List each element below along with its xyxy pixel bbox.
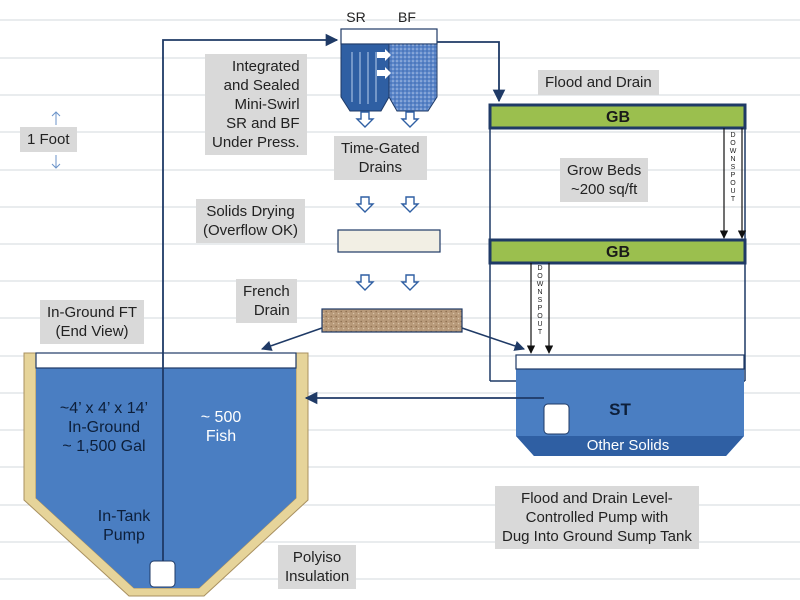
flood-drain-label: Flood and Drain: [538, 70, 659, 95]
sump-lid: [515, 354, 745, 370]
sump-pump-label: Flood and Drain Level- Controlled Pump w…: [495, 486, 699, 549]
downspout-bottom-label: D O W N S P O U T: [536, 265, 544, 336]
filter-unit: [340, 28, 438, 112]
flow-arrow-icon: [377, 49, 391, 61]
solids-drying-label: Solids Drying (Overflow OK): [196, 199, 306, 243]
solids-drying-tray: [337, 229, 441, 253]
time-gated-drains-label: Time-Gated Drains: [334, 136, 427, 180]
grow-bed-top-label: GB: [606, 109, 630, 126]
tank-lid: [35, 352, 297, 369]
downspout-top: [719, 128, 747, 239]
downspout-bottom: [526, 263, 554, 354]
tank-dimensions-label: ~4’ x 4’ x 14’ In-Ground ~ 1,500 Gal: [59, 400, 149, 455]
sr-label: SR: [346, 9, 366, 25]
other-solids-label: Other Solids: [586, 437, 670, 454]
down-arrows: [355, 111, 420, 291]
polyiso-insulation-label: Polyiso Insulation: [278, 545, 357, 589]
sr-swirl-lines: [351, 52, 377, 104]
sump-pump-body: [543, 403, 570, 435]
french-drain-bed: [321, 308, 463, 333]
down-arrow-icon: [355, 196, 375, 213]
down-arrow-icon: [355, 111, 375, 128]
sump-tank: [515, 354, 745, 456]
grow-beds-label: Grow Beds ~200 sq/ft: [560, 158, 649, 202]
pump-body: [149, 560, 176, 588]
grow-bed-bottom-label: GB: [606, 244, 630, 261]
sump-water: [516, 369, 744, 456]
grow-bed-top: [488, 103, 747, 130]
french-drain-label: French Drain: [236, 279, 297, 323]
fish-count-label: ~ 500 Fish: [200, 409, 242, 445]
down-arrow-icon: [355, 274, 375, 291]
grow-bed-bottom: [488, 238, 747, 265]
filter-top-cap: [340, 28, 438, 45]
down-arrow-icon: [400, 111, 420, 128]
pump-pipe: [162, 33, 506, 561]
fish-tank: [23, 352, 309, 597]
down-arrow-icon: [400, 274, 420, 291]
integrated-filter-label: Integrated and Sealed Mini-Swirl SR and …: [205, 54, 307, 155]
scale-marker: [51, 111, 61, 169]
in-ground-ft-label: In-Ground FT (End View): [40, 300, 145, 344]
tank-water: [36, 368, 296, 588]
one-foot-label: 1 Foot: [20, 127, 77, 152]
bf-label: BF: [398, 9, 416, 25]
down-arrow-icon: [400, 196, 420, 213]
downspout-top-label: D O W N S P O U T: [729, 132, 737, 203]
sump-tank-label: ST: [609, 400, 631, 419]
in-tank-pump-label: In-Tank Pump: [97, 508, 151, 544]
french-drain-outflows: [261, 327, 525, 351]
sump-bottom: [516, 436, 744, 456]
flow-arrow-icon: [377, 67, 391, 79]
bf-filter: [388, 43, 438, 112]
